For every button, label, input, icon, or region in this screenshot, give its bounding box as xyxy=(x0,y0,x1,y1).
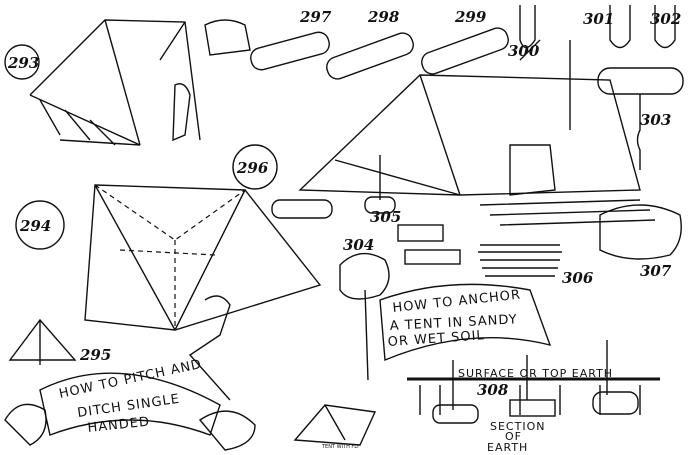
anchors-304-307 xyxy=(339,204,682,381)
pitch-banner: HOW TO PITCH AND DITCH SINGLE HANDED xyxy=(39,357,221,436)
figure-number: 303 xyxy=(640,111,671,129)
section-label: EARTH xyxy=(487,441,528,454)
figure-number: 307 xyxy=(640,262,672,280)
laurel-wreath-294 xyxy=(15,200,65,250)
figure-number: 304 xyxy=(343,236,374,254)
rabbits xyxy=(4,403,256,451)
figure-number: 308 xyxy=(477,381,509,399)
section-label: OF xyxy=(505,430,522,443)
figure-number: 299 xyxy=(454,8,487,26)
figure-number: 301 xyxy=(583,10,614,28)
figure-number: 305 xyxy=(370,208,401,226)
section-label: SECTION xyxy=(490,420,545,433)
tent-296 xyxy=(271,40,656,226)
figure-number: 293 xyxy=(7,54,39,72)
caption-line: OR WET SOIL xyxy=(387,328,485,350)
tent-293 xyxy=(29,19,251,146)
tent-294 xyxy=(84,184,322,401)
tent-with-fly: TENT WITH FLY xyxy=(293,404,377,450)
figure-number: 295 xyxy=(79,346,111,364)
tent-295 xyxy=(8,318,77,365)
laurel-wreath-296 xyxy=(232,144,278,190)
tent-fly-label: TENT WITH FLY xyxy=(321,444,360,450)
anchor-banner: HOW TO ANCHOR A TENT IN SANDY OR WET SOI… xyxy=(379,283,552,362)
earth-section-308: SURFACE OR TOP EARTH 308 SECTION OF EART… xyxy=(407,340,660,454)
figure-number: 296 xyxy=(236,159,269,177)
figure-number: 297 xyxy=(299,8,332,26)
caption-line: HOW TO ANCHOR xyxy=(392,288,522,316)
laurel-wreath-293 xyxy=(4,44,40,80)
figure-number: 294 xyxy=(19,217,51,235)
figure-number: 298 xyxy=(367,8,400,26)
caption-line: A TENT IN SANDY xyxy=(389,312,518,334)
caption-line: HANDED xyxy=(87,415,151,436)
figure-number: 302 xyxy=(650,10,681,28)
knots-297-302 xyxy=(250,5,684,170)
surface-label: SURFACE OR TOP EARTH xyxy=(458,367,613,380)
figure-number: 306 xyxy=(562,269,594,287)
figure-number: 300 xyxy=(508,42,540,60)
